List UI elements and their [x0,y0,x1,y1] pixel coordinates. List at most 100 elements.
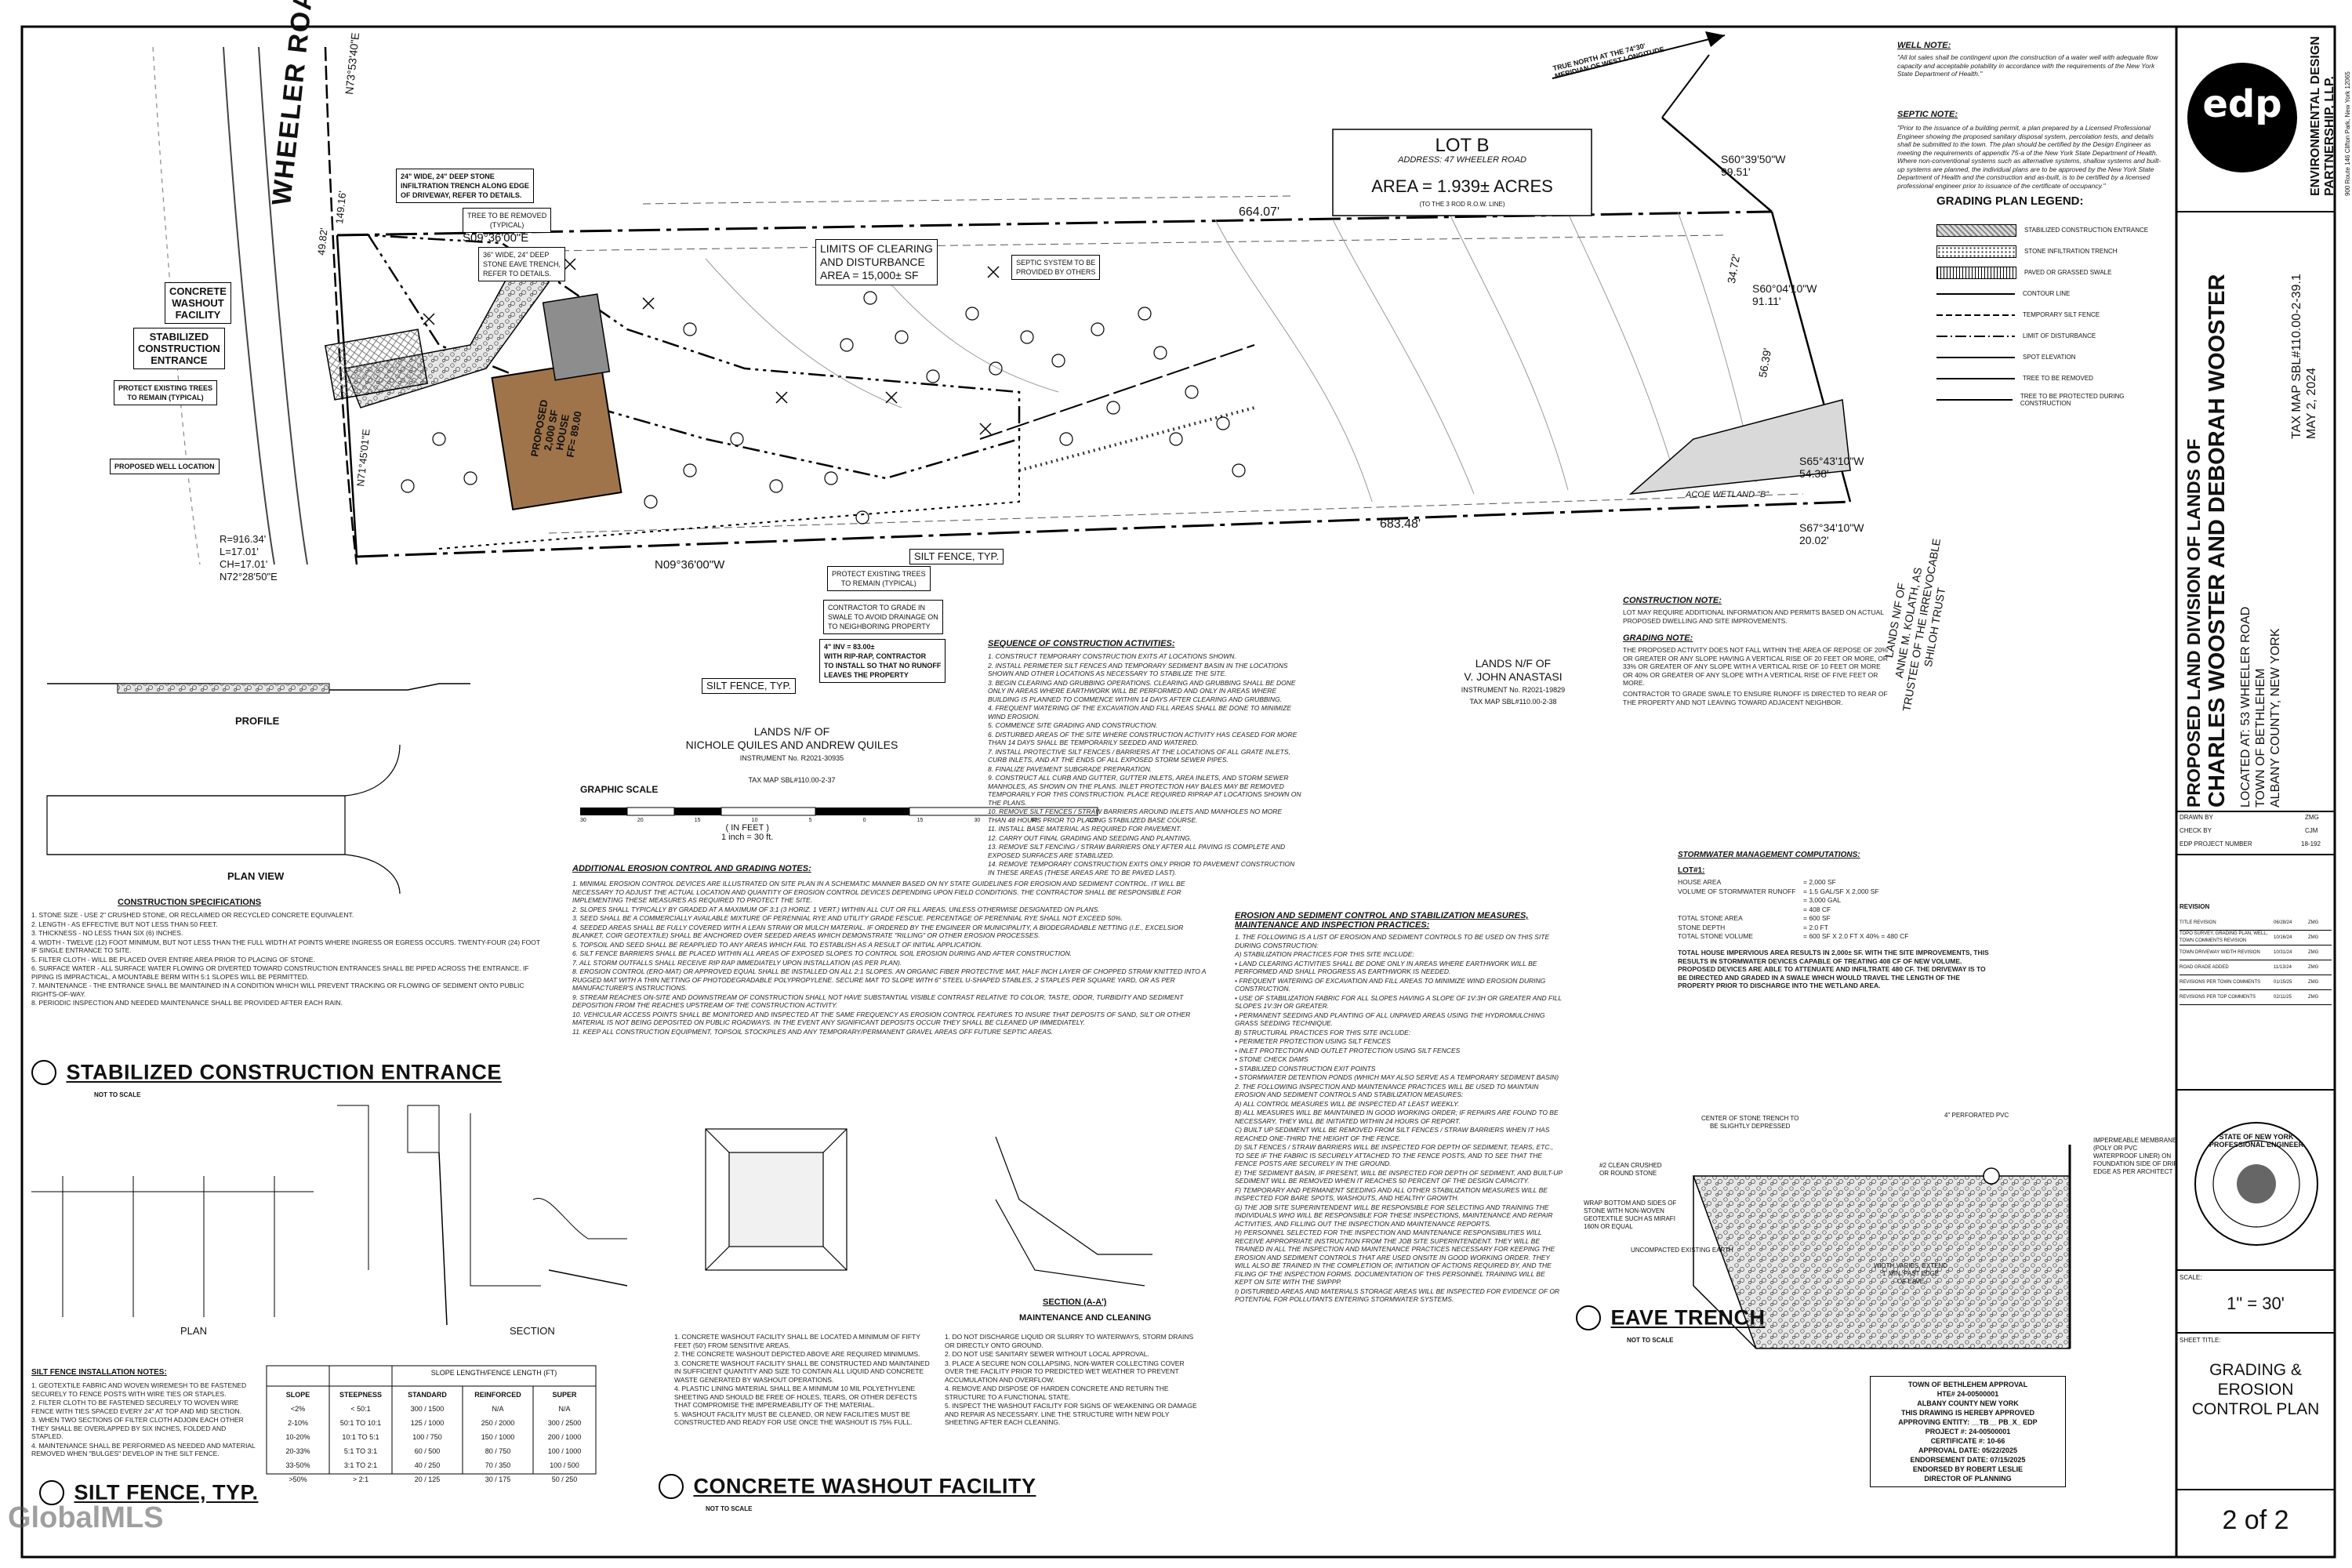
silt-section-label: SECTION [510,1325,555,1337]
storm-row: STONE DEPTH= 2.0 FT [1678,924,1991,932]
slope-table-cell: STANDARD [408,1391,447,1399]
septic-note: "Prior to the issuance of a building per… [1897,124,2161,190]
esc-note-item: B) STRUCTURAL PRACTICES FOR THIS SITE IN… [1235,1028,1411,1036]
slope-table-cell: 100 / 750 [412,1433,442,1441]
slope-table-cell: SLOPE [285,1391,310,1399]
eave-center: CENTER OF STONE TRENCH TO BE SLIGHTLY DE… [1701,1115,1799,1130]
washout-title-wrap: CONCRETE WASHOUT FACILITY [659,1474,1036,1499]
washout-maint-item: 4. REMOVE AND DISPOSE OF HARDEN CONCRETE… [945,1385,1169,1401]
eave-symbol-icon [1576,1305,1601,1330]
legend-item: SPOT ELEVATION [1936,347,2172,368]
drawn-by-label: DRAWN BY [2180,814,2213,821]
slope-table-cell: 150 / 1000 [481,1433,515,1441]
entrance-title: STABILIZED CONSTRUCTION ENTRANCE [66,1060,502,1084]
owner-name: CHARLES WOOSTER AND DEBORAH WOOSTER [2205,274,2230,808]
revision-title: REVISION [2180,903,2210,910]
septic-box: SEPTIC SYSTEM TO BE PROVIDED BY OTHERS [1011,255,1101,280]
esc-note-item: • FREQUENT WATERING OF EXCAVATION AND FI… [1235,976,1546,993]
slope-table-cell: <2% [290,1405,306,1413]
edp-logo: edp [2202,82,2282,126]
seal-text: STATE OF NEW YORK PROFESSIONAL ENGINEER [2209,1133,2304,1149]
slope-table-cell: 40 / 250 [414,1461,441,1469]
storm-lot: LOT#1: [1678,866,1705,875]
sheet-title-label: SHEET TITLE: [2180,1337,2221,1344]
legend-swatch-icon [1936,266,2016,279]
storm-value: = 600 SF X 2.0 FT X 40% = 480 CF [1803,932,1909,940]
silt-install-title: SILT FENCE INSTALLATION NOTES: [31,1368,167,1377]
well-note: "All lot sales shall be contingent upon … [1897,53,2158,78]
legend-label: TEMPORARY SILT FENCE [2023,311,2100,318]
legend-swatch-icon [1936,398,2013,401]
sequence-item: 9. CONSTRUCT ALL CURB AND GUTTER, GUTTER… [988,774,1301,807]
washout-maint-item: 3. PLACE A SECURE NON COLLAPSING, NON-WA… [945,1359,1185,1384]
slope-table-cell: 100 / 1000 [547,1447,582,1455]
additional-note-item: 5. TOPSOIL AND SEED SHALL BE REAPPLIED T… [572,940,982,949]
additional-note-item: 9. STREAM REACHES ON-SITE AND DOWNSTREAM… [572,993,1184,1010]
legend-item: STONE INFILTRATION TRENCH [1936,241,2172,262]
revision-cell: REVISIONS PER TOWN COMMENTS [2180,979,2261,985]
entrance-spec-item: 6. SURFACE WATER - ALL SURFACE WATER FLO… [31,964,529,981]
washout-note-item: 1. CONCRETE WASHOUT FACILITY SHALL BE LO… [674,1333,920,1349]
scale-tick: 30 [580,818,586,823]
eave-earth: UNCOMPACTED EXISTING EARTH [1631,1247,1733,1254]
esc-note-item: G) THE JOB SITE SUPERINTENDENT WILL BE R… [1235,1203,1553,1228]
legend-swatch-icon [1936,223,2016,237]
approval-line: HTE# 24-00500001 [1936,1390,1999,1398]
approval-line: PROJECT #: 24-00500001 [1925,1428,2011,1436]
construction-note-title: CONSTRUCTION NOTE: [1623,596,1722,605]
entrance-spec-item: 4. WIDTH - TWELVE (12) FOOT MINIMUM, BUT… [31,938,540,955]
sequence-item: 13. REMOVE SILT FENCING / STRAW BARRIERS… [988,843,1286,859]
eave-width: WIDTH VARIES, EXTEND 1' MIN. PAST EDGE O… [1874,1262,1948,1285]
revision-cell: ROAD GRADE ADDED [2180,964,2229,970]
eave-pvc: 4" PERFORATED PVC [1944,1112,2009,1119]
storm-label: HOUSE AREA [1678,878,1722,886]
washout-maint-item: 2. DO NOT USE SANITARY SEWER WITHOUT LOC… [945,1350,1149,1358]
silt-title: SILT FENCE, TYP. [74,1480,259,1504]
washout-maint: MAINTENANCE AND CLEANING [1019,1313,1152,1323]
esc-note-item: • PERMANENT SEEDING AND PLANTING OF ALL … [1235,1011,1545,1028]
additional-title: ADDITIONAL EROSION CONTROL AND GRADING N… [572,864,811,873]
east-bearing-3: S65°43'10"W 54.38' [1799,455,1864,480]
slope-table-cell: 20 / 125 [414,1475,441,1483]
slope-table-header-top: SLOPE LENGTH/FENCE LENGTH (FT) [430,1369,557,1377]
grading-note-2: CONTRACTOR TO GRADE SWALE TO ENSURE RUNO… [1623,690,1888,706]
road-dist-2: 49.82' [315,227,330,256]
revision-cell: ZMG [2308,949,2319,955]
callout-contractor: CONTRACTOR TO GRADE IN SWALE TO AVOID DR… [823,600,943,634]
washout-symbol-icon [659,1474,684,1499]
legend-label: STONE INFILTRATION TRENCH [2024,248,2118,255]
storm-label: TOTAL STONE VOLUME [1678,932,1754,940]
revision-cell: 01/15/25 [2274,979,2292,985]
slope-table-cell: 100 / 500 [550,1461,579,1469]
legend-swatch-icon [1936,314,2015,316]
slope-table-cell: 250 / 2000 [481,1419,515,1427]
revision-cell: ZMG [2308,964,2319,970]
storm-label: TOTAL STONE AREA [1678,914,1743,922]
entrance-spec-item: 5. FILTER CLOTH - WILL BE PLACED OVER EN… [31,955,315,964]
legend-swatch-icon [1936,356,2015,358]
washout-maint-item: 1. DO NOT DISCHARGE LIQUID OR SLURRY TO … [945,1333,1194,1349]
grading-note: THE PROPOSED ACTIVITY DOES NOT FALL WITH… [1623,646,1889,687]
eave-wrap: WRAP BOTTOM AND SIDES OF STONE WITH NON-… [1584,1200,1677,1230]
approval-line: ALBANY COUNTY NEW YORK [1917,1399,2019,1407]
slope-table-cell: 200 / 1000 [547,1433,582,1441]
washout-note-item: 2. THE CONCRETE WASHOUT DEPICTED ABOVE A… [674,1350,920,1358]
storm-value: = 3,000 GAL [1803,896,1841,904]
scale-tick: 15 [694,818,701,823]
esc-note-item: • INLET PROTECTION AND OUTLET PROTECTION… [1235,1046,1461,1054]
additional-note-item: 11. KEEP ALL CONSTRUCTION EQUIPMENT, TOP… [572,1027,1054,1036]
east-bearing-1: S60°39'50"W 99.51' [1721,153,1786,178]
esc-note-item: • STABILIZED CONSTRUCTION EXIT POINTS [1235,1064,1376,1073]
slope-table-cell: 50:1 TO 10:1 [339,1419,382,1427]
neighbor-south: LANDS N/F OF NICHOLE QUILES AND ANDREW Q… [685,725,898,751]
neighbor-south-instr: INSTRUMENT No. R2021-30935 [739,754,844,762]
storm-value: = 1.5 GAL/SF X 2,000 SF [1803,887,1879,895]
legend-item: TREE TO BE REMOVED [1936,368,2172,389]
